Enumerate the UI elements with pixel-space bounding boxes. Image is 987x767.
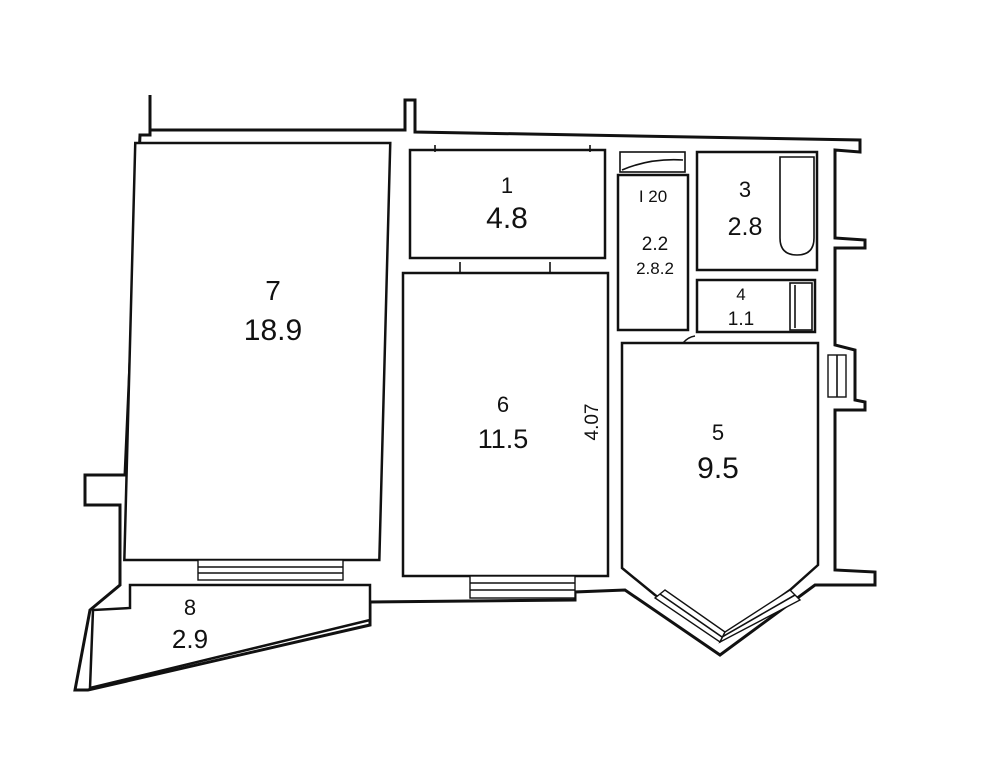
room-1-area: 4.8	[486, 202, 528, 235]
room-7	[123, 141, 392, 562]
room-1-number: 1	[501, 173, 513, 198]
room-6	[401, 271, 610, 578]
room-6-area: 11.5	[478, 424, 529, 454]
room-7-number: 7	[265, 275, 281, 306]
room-2-extra: 2.8.2	[636, 259, 674, 278]
room-6-dimension: 4.07	[582, 404, 603, 441]
fixture-icon	[789, 282, 813, 331]
room-5-number: 5	[712, 420, 724, 445]
room-3-area: 2.8	[728, 213, 763, 241]
room-4-number: 4	[736, 285, 745, 304]
window-room-5	[653, 589, 802, 644]
room-1	[408, 148, 607, 260]
room-8	[88, 583, 372, 690]
room-4	[695, 278, 817, 334]
ceiling-marker: I 20	[639, 187, 667, 206]
cabinet	[619, 151, 686, 173]
room-5-area: 9.5	[697, 452, 739, 485]
room-7-area: 18.9	[244, 314, 302, 347]
window-right	[827, 354, 847, 398]
room-4-area: 1.1	[728, 309, 754, 330]
room-8-area: 2.9	[172, 624, 208, 654]
room-6-number: 6	[497, 392, 509, 417]
window-room-6	[469, 575, 576, 599]
room-2	[616, 173, 690, 332]
room-3	[695, 150, 819, 272]
room-3-number: 3	[739, 177, 751, 202]
room-2-area: 2.2	[642, 234, 668, 255]
window-room-7	[197, 559, 344, 581]
room-8-number: 8	[184, 595, 196, 620]
bathtub-icon	[779, 156, 815, 256]
